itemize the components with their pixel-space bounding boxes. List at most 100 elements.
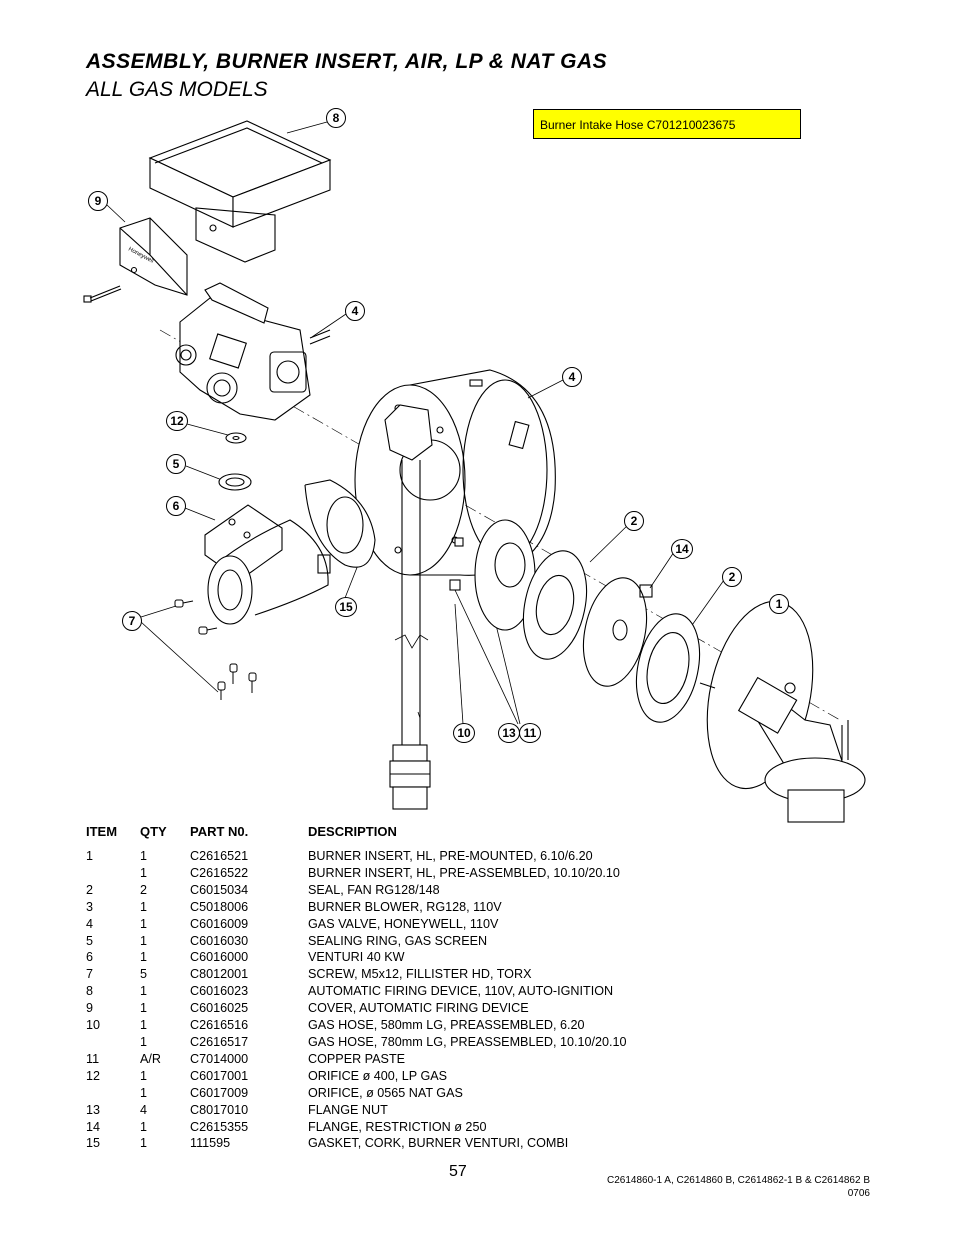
- callout-11: 11: [519, 723, 541, 743]
- cell-desc: VENTURI 40 KW: [308, 950, 405, 965]
- cell-item: 12: [86, 1068, 101, 1083]
- cell-desc: GAS HOSE, 580mm LG, PREASSEMBLED, 6.20: [308, 1018, 585, 1033]
- callout-6: 6: [166, 496, 186, 516]
- cell-qty: 1: [140, 950, 148, 965]
- cell-qty: 1: [140, 1034, 148, 1049]
- cell-item: 5: [86, 933, 94, 948]
- callout-12: 12: [166, 411, 188, 431]
- cell-desc: AUTOMATIC FIRING DEVICE, 110V, AUTO-IGNI…: [308, 984, 614, 999]
- document-reference: C2614860-1 A, C2614860 B, C2614862-1 B &…: [607, 1174, 870, 1200]
- cell-qty: 1: [140, 1136, 148, 1151]
- cell-desc: ORIFICE ø 400, LP GAS: [308, 1068, 448, 1083]
- table-row: 10 1 C2616516 GAS HOSE, 580mm LG, PREASSEMB…: [86, 1017, 708, 1034]
- cell-item: 14: [86, 1119, 101, 1134]
- cell-part: C2616516: [190, 1018, 249, 1033]
- cell-qty: A/R: [140, 1051, 161, 1066]
- cell-part: C2616517: [190, 1034, 249, 1049]
- screws: [174, 599, 257, 700]
- callout-14: 14: [671, 539, 693, 559]
- seal-fan-1: [522, 550, 588, 660]
- callout-15: 15: [335, 597, 357, 617]
- orifice: [225, 432, 247, 444]
- leader-lines: [106, 121, 779, 725]
- callout-8: 8: [326, 108, 346, 128]
- cell-desc: GAS VALVE, HONEYWELL, 110V: [308, 916, 499, 931]
- cell-qty: 1: [140, 849, 148, 863]
- cell-qty: 1: [140, 984, 148, 999]
- cell-part: C6016023: [190, 984, 249, 999]
- cell-qty: 1: [140, 933, 148, 948]
- page-title: ASSEMBLY, BURNER INSERT, AIR, LP & NAT G…: [86, 50, 608, 73]
- doc-ref-line1: C2614860-1 A, C2614860 B, C2614862-1 B &…: [607, 1175, 870, 1186]
- cell-qty: 5: [140, 967, 148, 982]
- cell-part: C2616522: [190, 865, 249, 880]
- burner-insert: [699, 600, 866, 823]
- table-row: 1 C2616517 GAS HOSE, 780mm LG, PREASSEMBLE…: [86, 1034, 708, 1051]
- cell-desc: SEALING RING, GAS SCREEN: [308, 933, 488, 948]
- cell-qty: 1: [140, 1119, 148, 1134]
- cell-desc: FLANGE, RESTRICTION ø 250: [308, 1119, 487, 1134]
- callout-1: 1: [769, 594, 789, 614]
- cell-qty: 1: [140, 865, 148, 880]
- cell-part: C2616521: [190, 849, 249, 863]
- cell-part: C6017009: [190, 1085, 249, 1100]
- header-description: DESCRIPTION: [308, 824, 397, 839]
- callout-10: 10: [453, 723, 475, 743]
- cell-item: 2: [86, 882, 94, 897]
- cell-desc: COPPER PASTE: [308, 1051, 406, 1066]
- cell-item: 4: [86, 916, 94, 931]
- gasket-cork: [304, 479, 376, 568]
- table-row: 5 1 C6016030 SEALING RING, GAS SCREEN: [86, 933, 708, 950]
- cell-part: C7014000: [190, 1051, 249, 1066]
- cell-qty: 1: [140, 1001, 148, 1016]
- callout-2-b: 2: [722, 567, 742, 587]
- callout-4-blower: 4: [562, 367, 582, 387]
- cell-qty: 1: [140, 1018, 148, 1033]
- cell-item: [86, 1085, 140, 1102]
- cell-desc: GAS HOSE, 780mm LG, PREASSEMBLED, 10.10/…: [308, 1034, 627, 1049]
- cell-desc: BURNER INSERT, HL, PRE-MOUNTED, 6.10/6.2…: [308, 849, 593, 863]
- cell-item: 11: [86, 1051, 100, 1066]
- sealing-ring: [218, 473, 252, 491]
- cell-item: 9: [86, 1001, 94, 1016]
- cell-qty: 1: [140, 1068, 148, 1083]
- cell-part: C8012001: [190, 967, 249, 982]
- cell-item: 7: [86, 967, 94, 982]
- cell-part: C6016009: [190, 916, 249, 931]
- cell-part: C6016025: [190, 1001, 249, 1016]
- cell-part: C6017001: [190, 1068, 249, 1083]
- cover-screw: [83, 285, 122, 303]
- cell-item: 15: [86, 1136, 101, 1151]
- cell-desc: FLANGE NUT: [308, 1102, 388, 1117]
- seal-fan-2: [635, 613, 701, 723]
- cell-item: 13: [86, 1102, 101, 1117]
- cell-desc: COVER, AUTOMATIC FIRING DEVICE: [308, 1001, 529, 1016]
- header-item: ITEM: [86, 824, 118, 839]
- restriction-flange: [582, 577, 648, 687]
- cell-part: C6016030: [190, 933, 249, 948]
- intake-hose-callout: Burner Intake Hose C701210023675: [533, 109, 801, 139]
- burner-blower: [354, 369, 556, 576]
- venturi: [204, 504, 331, 625]
- cell-desc: BURNER BLOWER, RG128, 110V: [308, 899, 502, 914]
- cell-part: 111595: [190, 1136, 231, 1151]
- flange-plate: [474, 519, 536, 631]
- table-row: 12 1 C6017001 ORIFICE ø 400, LP GAS: [86, 1068, 708, 1085]
- cell-qty: 1: [140, 899, 148, 914]
- page-subtitle: ALL GAS MODELS: [86, 78, 268, 101]
- cell-item: 10: [86, 1018, 101, 1033]
- callout-7: 7: [122, 611, 142, 631]
- cell-qty: 2: [140, 882, 148, 897]
- cell-qty: 1: [140, 1085, 148, 1100]
- cell-desc: ORIFICE, ø 0565 NAT GAS: [308, 1085, 463, 1100]
